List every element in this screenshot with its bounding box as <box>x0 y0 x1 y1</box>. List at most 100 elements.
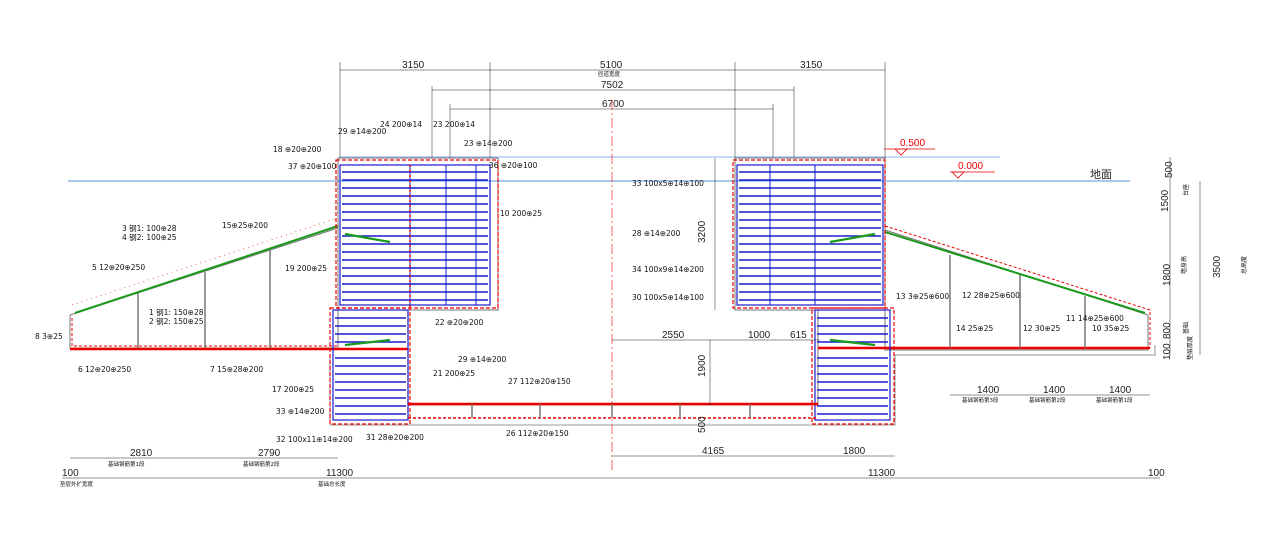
label-22: 29 ⊕14⊕200 <box>338 127 387 136</box>
label-10: 19 200⊕25 <box>285 264 327 273</box>
label-11: 17 200⊕25 <box>272 385 314 394</box>
level-ground-text: 0.000 <box>958 161 983 172</box>
label-23: 24 200⊕14 <box>380 120 422 129</box>
top-dim-mid: 5100 <box>600 60 623 71</box>
label-8: 8 3⊕25 <box>35 332 63 341</box>
bottom-left-total: 11300 <box>326 468 354 479</box>
level-top-text: 0.500 <box>900 138 925 149</box>
label-24: 23 200⊕14 <box>433 120 475 129</box>
label-37: 10 35⊕25 <box>1092 324 1130 333</box>
label-30: 34 100x9⊕14⊕200 <box>632 265 704 274</box>
bottom-left-sub: 垫层外扩宽度 <box>60 480 94 488</box>
left-bottom-d1: 2810 <box>130 448 153 459</box>
right-dim-5: 100 <box>1162 343 1173 360</box>
label-13: 33 ⊕14⊕200 <box>276 407 325 416</box>
green-bar-3 <box>829 232 876 244</box>
level-top-triangle <box>894 148 908 156</box>
right-bottom-d3: 1400 <box>1109 385 1132 396</box>
label-32: 13 3⊕25⊕600 <box>896 292 949 301</box>
dim-6700: 6700 <box>602 99 625 110</box>
ground-label: 地面 <box>1090 168 1112 181</box>
right-dim-t5: 垫层厚度 <box>1186 336 1194 360</box>
right-bottom-s3: 基础钢筋第1段 <box>1096 396 1133 404</box>
left-bottom-d2: 2790 <box>258 448 281 459</box>
label-2: 2 钢2: 150⊕25 <box>149 316 204 326</box>
right-dim-total: 3500 <box>1212 255 1223 278</box>
left-block-red-cage <box>335 159 499 309</box>
label-27: 36 ⊕20⊕100 <box>489 161 538 170</box>
label-12: 10 200⊕25 <box>500 209 542 218</box>
left-bottom-s1: 基础钢筋第1段 <box>108 460 145 468</box>
bottom-right-edge: 100 <box>1148 468 1165 479</box>
label-21: 18 ⊕20⊕200 <box>273 145 322 154</box>
label-34: 14 25⊕25 <box>956 324 994 333</box>
dim-500: 500 <box>697 416 708 433</box>
dim-1000: 1000 <box>748 330 771 341</box>
label-14: 32 100x11⊕14⊕200 <box>276 435 353 444</box>
right-slope-green-rebar <box>884 231 1146 314</box>
bottom-right-total: 11300 <box>868 468 896 479</box>
label-6: 6 12⊕20⊕250 <box>78 365 131 374</box>
dim-7502: 7502 <box>601 80 624 91</box>
right-stem-blue-stirrups <box>814 309 891 421</box>
right-block-blue-stirrups <box>736 164 884 306</box>
right-slope-red-rebar <box>884 225 1151 348</box>
label-29: 28 ⊕14⊕200 <box>632 229 681 238</box>
label-33: 12 28⊕25⊕600 <box>962 291 1020 300</box>
label-5: 5 12⊕20⊕250 <box>92 263 145 272</box>
label-35: 12 30⊕25 <box>1023 324 1061 333</box>
dim-2550: 2550 <box>662 330 685 341</box>
bottom-left-edge: 100 <box>62 468 79 479</box>
right-bottom-s1: 基础钢筋第3段 <box>962 396 999 404</box>
label-9: 15⊕25⊕200 <box>222 221 268 230</box>
left-stem-red-cage <box>329 307 411 425</box>
label-18: 27 112⊕20⊕150 <box>508 377 571 386</box>
dim-615: 615 <box>790 330 807 341</box>
left-slope-green-rebar <box>74 225 339 314</box>
label-26: 37 ⊕20⊕100 <box>288 162 337 171</box>
label-20: 22 ⊕20⊕200 <box>435 318 484 327</box>
dim-1900: 1900 <box>697 354 708 377</box>
label-3: 3 钢1: 100⊕28 <box>122 223 177 233</box>
label-4: 4 钢2: 100⊕25 <box>122 232 177 242</box>
right-dim-t3: 墙身高 <box>1180 256 1188 274</box>
left-block-blue-stirrups <box>339 164 491 306</box>
left-bottom-s2: 基础钢筋第2段 <box>243 460 280 468</box>
right-dim-1: 500 <box>1164 161 1175 178</box>
right-dim-t4: 基础 <box>1182 322 1190 334</box>
green-bar-1 <box>344 232 391 244</box>
green-bar-4 <box>829 338 876 347</box>
dim-1800: 1800 <box>843 446 866 457</box>
base-outline <box>329 345 1156 426</box>
top-dim-left: 3150 <box>402 60 425 71</box>
label-25: 23 ⊕14⊕200 <box>464 139 513 148</box>
right-dim-t1: 台座 <box>1182 184 1190 196</box>
label-28: 33 100x5⊕14⊕100 <box>632 179 704 188</box>
right-dim-t6: 总高度 <box>1240 256 1248 274</box>
label-15: 31 28⊕20⊕200 <box>366 433 424 442</box>
dim-3200: 3200 <box>697 220 708 243</box>
right-bottom-s2: 基础钢筋第2段 <box>1029 396 1066 404</box>
label-19: 26 112⊕20⊕150 <box>506 429 569 438</box>
label-31: 30 100x5⊕14⊕100 <box>632 293 704 302</box>
label-36: 11 14⊕25⊕600 <box>1066 314 1124 323</box>
right-dim-4: 800 <box>1162 322 1173 339</box>
label-1: 1 钢1: 150⊕28 <box>149 307 204 317</box>
dim-4165: 4165 <box>702 446 725 457</box>
bottom-left-total-sub: 基础总长度 <box>318 480 346 488</box>
level-ground-triangle <box>951 171 965 179</box>
right-block-red-cage <box>732 159 886 309</box>
label-16: 29 ⊕14⊕200 <box>458 355 507 364</box>
right-dim-3: 1800 <box>1162 263 1173 286</box>
left-wing-red-rebar <box>71 318 338 347</box>
right-dim-2: 1500 <box>1160 189 1171 212</box>
top-dim-right: 3150 <box>800 60 823 71</box>
label-7: 7 15⊕28⊕200 <box>210 365 263 374</box>
right-bottom-d2: 1400 <box>1043 385 1066 396</box>
left-stem-blue-stirrups <box>332 309 409 421</box>
right-stem-red-cage <box>811 307 895 425</box>
right-bottom-d1: 1400 <box>977 385 1000 396</box>
green-bar-2 <box>344 338 391 347</box>
label-17: 21 200⊕25 <box>433 369 475 378</box>
